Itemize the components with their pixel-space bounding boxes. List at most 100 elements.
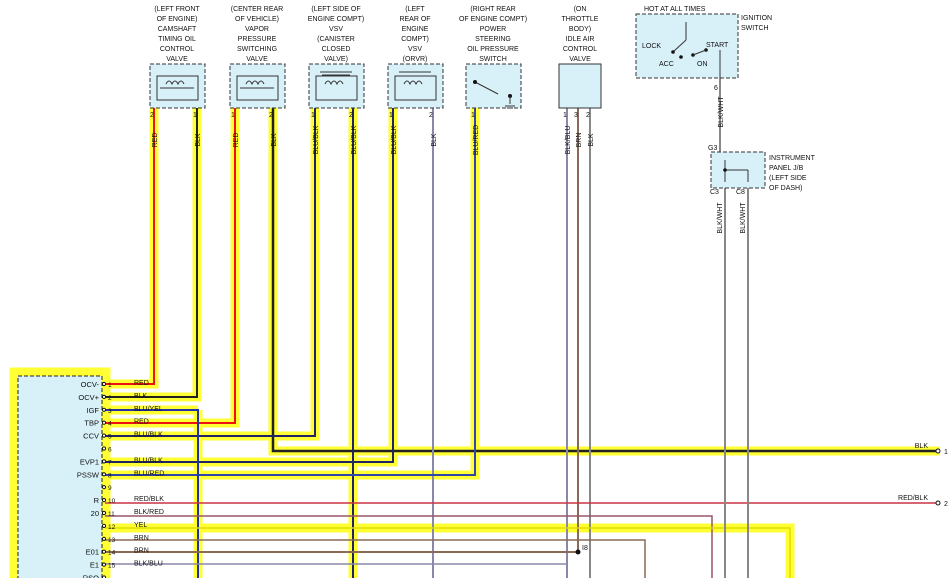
camshaft-pin-2: 2 — [150, 112, 154, 119]
iac-wire-label: BRN — [576, 133, 583, 148]
splice-label: I8 — [582, 545, 588, 552]
ecm-pin-name: E1 — [90, 561, 99, 570]
ecm-wire-label: RED — [134, 419, 149, 426]
ecm-pin-terminal — [101, 472, 107, 477]
ecm-pin-number: 10 — [108, 498, 116, 505]
orvr-wire-label: BLU/BLK — [391, 125, 398, 154]
ecm-wire-label: RED/BLK — [134, 496, 164, 503]
ecm-wire-label: BRN — [134, 535, 149, 542]
vapor-wire-label: BLK — [271, 133, 278, 147]
ecm-wire-label: BLK/RED — [134, 509, 164, 516]
iac-valve-box — [558, 63, 602, 109]
ecm-wire-label: RED — [134, 380, 149, 387]
camshaft-label-line: TIMING OIL — [158, 36, 196, 43]
ignition-position-start: START — [706, 42, 729, 49]
ecm-wire-label: BLK/BLU — [134, 561, 163, 568]
ecm-pin-name: PSSW — [77, 470, 100, 479]
ecm-pin-name: OCV- — [81, 380, 100, 389]
canister-label-line: (CANISTER — [317, 36, 355, 43]
iac-label-line: IDLE AIR — [566, 36, 595, 43]
ecm-pin-name: RSO — [83, 574, 99, 578]
junction-title: OF DASH) — [769, 185, 802, 192]
hot-at-all-times-label: HOT AT ALL TIMES — [644, 6, 706, 13]
vapor-pin-2: 2 — [269, 112, 273, 119]
jb-wire-c3: BLK/WHT — [717, 202, 724, 234]
wire-layer — [105, 78, 938, 578]
junction-title: (LEFT SIDE — [769, 175, 807, 182]
iac-label-line: CONTROL — [563, 46, 597, 53]
wire-blk-camshaft — [105, 108, 198, 398]
iac-wire-label: BLK — [588, 133, 595, 147]
psswitch-label-line: SWITCH — [479, 56, 507, 63]
camshaft-label-line: CONTROL — [160, 46, 194, 53]
ignition-position-on: ON — [697, 61, 708, 68]
iac-label-line: BODY) — [569, 26, 591, 33]
ecm-pin-name: 20 — [91, 509, 99, 518]
ecm-pin-name: R — [94, 496, 100, 505]
camshaft-label-line: VALVE — [166, 56, 188, 63]
orvr-pin-2: 2 — [429, 112, 433, 119]
camshaft-wire-label: BLK — [195, 133, 202, 147]
vapor-label-line: VALVE — [246, 56, 268, 63]
ecm-pin-number: 14 — [108, 550, 116, 557]
ecm-wire-label: BLK — [134, 393, 148, 400]
ecm-pin-terminal — [101, 562, 107, 567]
ignition-switch-title: IGNITION — [741, 15, 772, 22]
vapor-valve-box — [229, 63, 286, 109]
ecm-pin-terminal — [101, 446, 107, 451]
ecm-pin-number: 1 — [108, 382, 112, 389]
ecm-pin-number: 2 — [108, 395, 112, 402]
psswitch-label-line: POWER — [480, 26, 506, 33]
ecm-wire-label: BLU/BLK — [134, 432, 163, 439]
orvr-label-line: ENGINE — [402, 26, 429, 33]
ignition-pin: 6 — [714, 85, 718, 92]
canister-label-line: ENGINE COMPT) — [308, 16, 364, 23]
iac-wire-label: BLK/BLU — [565, 126, 572, 155]
canister-label-line: (LEFT SIDE OF — [311, 6, 360, 13]
vapor-label-line: PRESSURE — [238, 36, 277, 43]
ecm-pin-name: E01 — [86, 548, 99, 557]
component-boxes — [149, 63, 602, 109]
ecm-pin-name: TBP — [84, 419, 99, 428]
ecm-pin-number: 6 — [108, 447, 112, 454]
vapor-label-line: SWITCHING — [237, 46, 277, 53]
ecm-pin-number: 3 — [108, 408, 112, 415]
psswitch-label-line: (RIGHT REAR — [470, 6, 515, 13]
iac-label-line: (ON — [574, 6, 587, 13]
wire-yel — [105, 527, 791, 578]
canister-label-line: VSV — [329, 26, 343, 33]
ecm-pin-number: 13 — [108, 537, 116, 544]
ecm-pin-number: 11 — [108, 511, 115, 518]
iac-pin-3: 3 — [574, 112, 578, 119]
ignition-switch-title: SWITCH — [741, 25, 769, 32]
ecm-pin-terminal — [101, 394, 107, 399]
edge-num-2: 2 — [944, 501, 948, 508]
ecm-pin-terminal — [101, 510, 107, 516]
canister-wire-label: BLU/BLK — [313, 125, 320, 154]
ecm-wire-label: BLU/BLK — [134, 457, 163, 464]
vapor-label-line: (CENTER REAR — [231, 6, 284, 13]
canister-pin-1: 1 — [311, 112, 315, 119]
splice-dot — [575, 549, 581, 555]
edge-wire-redblk: RED/BLK — [898, 495, 928, 502]
ecm-pin-terminal — [101, 485, 107, 490]
wire-blublk-canister-1 — [105, 108, 316, 437]
edge-wire-blk: BLK — [915, 443, 929, 450]
camshaft-wire-label: RED — [152, 133, 159, 148]
wire-red-vapor — [105, 108, 236, 424]
ecm-pin-terminal — [101, 407, 107, 412]
ecm-pin-terminal — [101, 420, 107, 425]
ecm-pin-name: EVP1 — [80, 457, 99, 466]
camshaft-label-line: OF ENGINE) — [157, 16, 198, 23]
camshaft-label-line: (LEFT FRONT — [154, 6, 200, 13]
wire-blublk-orvr — [105, 108, 394, 463]
junction-title: PANEL J/B — [769, 165, 804, 172]
orvr-label-line: (ORVR) — [403, 56, 428, 63]
jb-wire-c8: BLK/WHT — [740, 202, 747, 234]
camshaft-pin-1: 1 — [193, 112, 197, 119]
iac-label-line: VALVE — [569, 56, 591, 63]
camshaft-valve-box — [149, 63, 206, 109]
ecm-pin-number: 12 — [108, 524, 116, 531]
edge-pin-1 — [935, 448, 941, 454]
